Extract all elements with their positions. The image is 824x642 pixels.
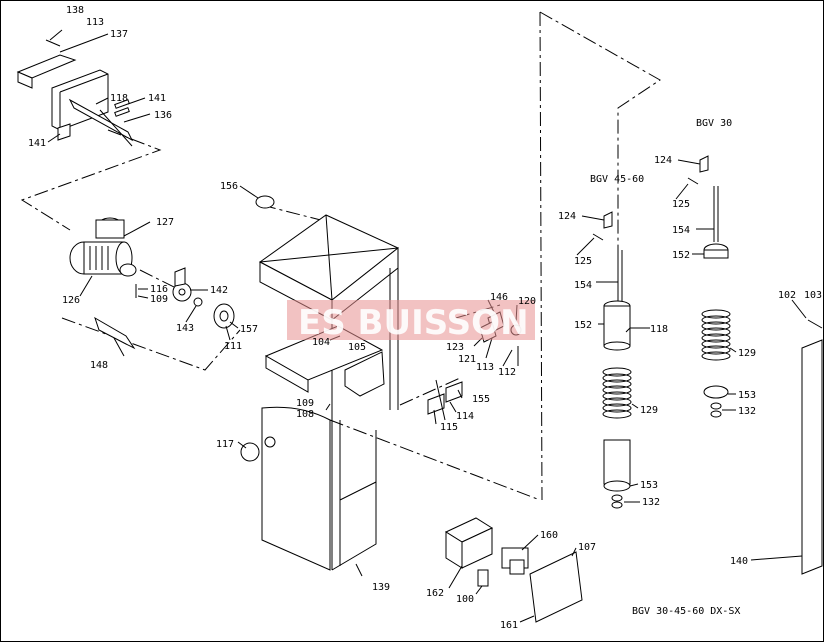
drive-parts <box>94 267 235 350</box>
part-label: 138 <box>66 5 84 16</box>
part-label: 162 <box>426 588 444 599</box>
control-box-parts <box>444 517 583 623</box>
part-label: 153 <box>640 480 658 491</box>
part-label: 126 <box>62 295 80 306</box>
watermark: ES BUISSON <box>287 300 535 343</box>
part-label: 139 <box>372 582 390 593</box>
part-label: 154 <box>672 225 690 236</box>
part-label: 124 <box>654 155 672 166</box>
part-label: 102 <box>778 290 796 301</box>
part-label: 113 <box>86 17 104 28</box>
part-label: 140 <box>730 556 748 567</box>
part-label: 129 <box>738 348 756 359</box>
model-label-bgv4560: BGV 45-60 <box>590 174 644 185</box>
part-label: 104 <box>312 337 330 348</box>
part-label: 121 <box>458 354 476 365</box>
part-label: 152 <box>574 320 592 331</box>
model-label-footer: BGV 30-45-60 DX-SX <box>632 606 740 617</box>
part-label: 129 <box>640 405 658 416</box>
part-label: 109 <box>296 398 314 409</box>
part-label: 108 <box>296 409 314 420</box>
part-label: 125 <box>574 256 592 267</box>
part-label: 146 <box>490 292 508 303</box>
part-label: 123 <box>446 342 464 353</box>
watermark-text: ES BUISSON <box>298 303 529 343</box>
bgv4560-spring-column <box>592 211 632 509</box>
part-label: 118 <box>110 93 128 104</box>
part-label: 115 <box>440 422 458 433</box>
model-label-bgv30: BGV 30 <box>696 118 732 129</box>
bracket-assembly <box>16 39 134 147</box>
part-label: 127 <box>156 217 174 228</box>
part-label: 112 <box>498 367 516 378</box>
part-label: 142 <box>210 285 228 296</box>
bgv30-spring-column <box>687 155 731 418</box>
boom-arm <box>801 319 823 575</box>
part-label: 141 <box>148 93 166 104</box>
part-label: 141 <box>28 138 46 149</box>
part-label: 136 <box>154 110 172 121</box>
part-label: 118 <box>650 324 668 335</box>
part-label: 124 <box>558 211 576 222</box>
part-label: 120 <box>518 296 536 307</box>
part-label: 148 <box>90 360 108 371</box>
part-label: 153 <box>738 390 756 401</box>
part-label: 105 <box>348 342 366 353</box>
part-label: 154 <box>574 280 592 291</box>
part-label: 155 <box>472 394 490 405</box>
motor-assembly <box>69 217 137 277</box>
part-label: 160 <box>540 530 558 541</box>
part-label: 125 <box>672 199 690 210</box>
part-label: 109 <box>150 294 168 305</box>
part-number-labels: 138 113 137 118 141 136 141 156 127 126 … <box>28 5 822 631</box>
part-label: 157 <box>240 324 258 335</box>
cabinet-body <box>240 195 399 571</box>
part-label: 137 <box>110 29 128 40</box>
part-label: 156 <box>220 181 238 192</box>
part-label: 132 <box>738 406 756 417</box>
part-label: 117 <box>216 439 234 450</box>
part-label: 161 <box>500 620 518 631</box>
part-label: 152 <box>672 250 690 261</box>
part-label: 143 <box>176 323 194 334</box>
part-label: 111 <box>224 341 242 352</box>
part-label: 113 <box>476 362 494 373</box>
part-label: 114 <box>456 411 474 422</box>
part-label: 100 <box>456 594 474 605</box>
part-label: 103 <box>804 290 822 301</box>
part-label: 116 <box>150 284 168 295</box>
part-label: 132 <box>642 497 660 508</box>
part-label: 107 <box>578 542 596 553</box>
